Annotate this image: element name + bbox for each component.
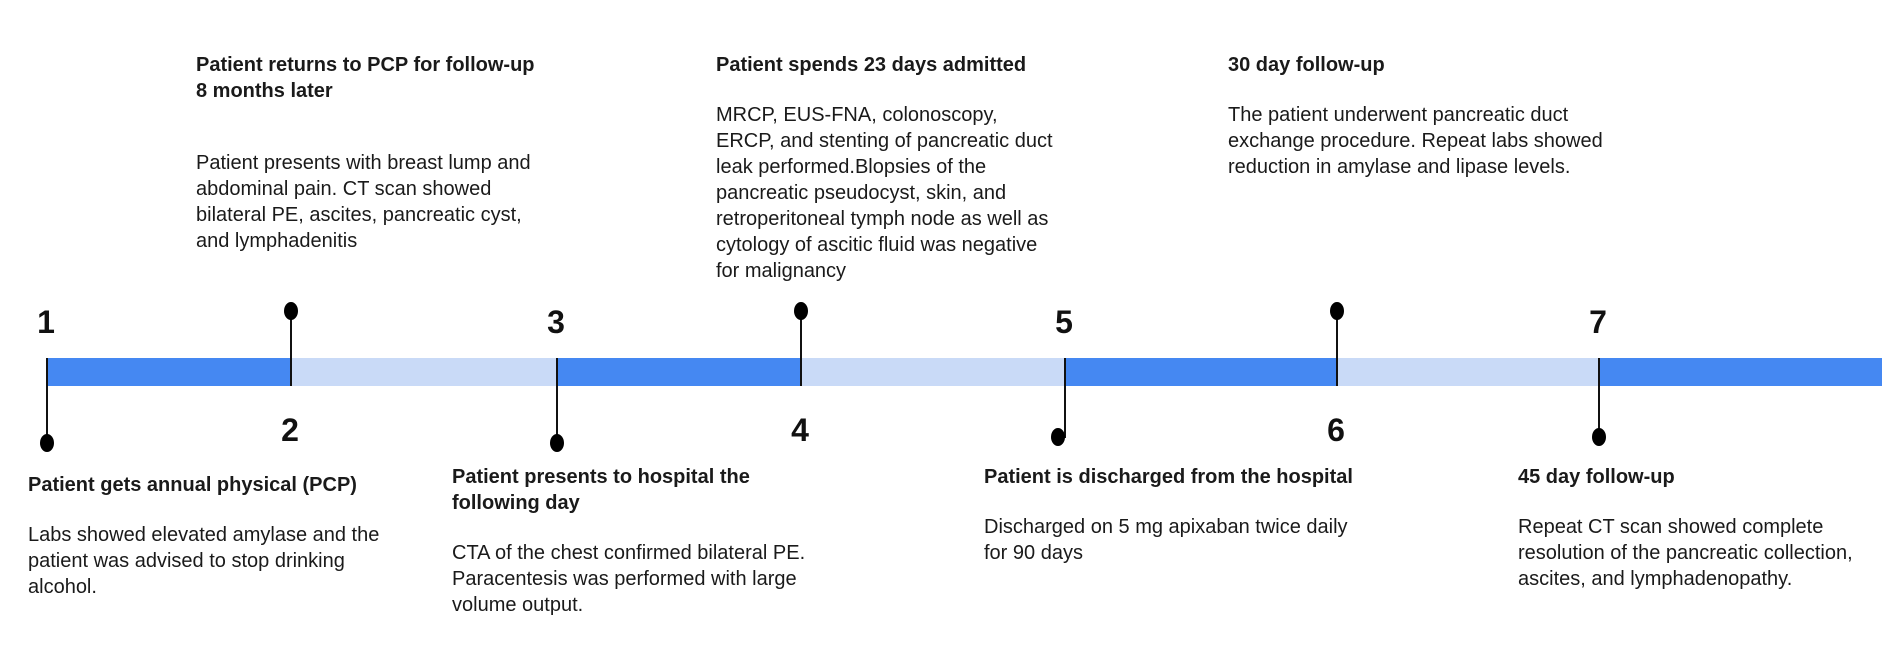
- event-title: Patient presents to hospital the followi…: [452, 466, 750, 514]
- step-number-4: 4: [791, 412, 809, 448]
- step-number-3: 3: [547, 304, 565, 340]
- event-description: The patient underwent pancreatic duct ex…: [1228, 104, 1603, 178]
- marker-dot-7: [1592, 428, 1606, 446]
- step-number-7: 7: [1589, 304, 1607, 340]
- connector-2: [290, 310, 292, 386]
- timeline-segment-2: [290, 358, 556, 386]
- marker-dot-2: [284, 302, 298, 320]
- timeline-segment-3: [556, 358, 800, 386]
- timeline-segment-1: [46, 358, 290, 386]
- step-number-2: 2: [281, 412, 299, 448]
- event-6: 30 day follow-up The patient underwent p…: [1228, 52, 1608, 180]
- event-7: 45 day follow-up Repeat CT scan showed c…: [1518, 464, 1888, 592]
- event-description: Repeat CT scan showed complete resolutio…: [1518, 516, 1853, 590]
- event-title: Patient is discharged from the hospital: [984, 466, 1353, 488]
- marker-dot-6: [1330, 302, 1344, 320]
- connector-3: [556, 358, 558, 444]
- event-description: Patient presents with breast lump and ab…: [196, 152, 531, 252]
- connector-1: [46, 358, 48, 444]
- event-description: Discharged on 5 mg apixaban twice daily …: [984, 516, 1348, 564]
- connector-7: [1598, 358, 1600, 438]
- timeline-segment-4: [800, 358, 1064, 386]
- event-2: Patient returns to PCP for follow-up 8 m…: [196, 52, 546, 254]
- marker-dot-1: [40, 434, 54, 452]
- event-description: MRCP, EUS-FNA, colonoscopy, ERCP, and st…: [716, 104, 1053, 282]
- event-title: 45 day follow-up: [1518, 466, 1675, 488]
- connector-4: [800, 310, 802, 386]
- event-1: Patient gets annual physical (PCP) Labs …: [28, 472, 408, 600]
- marker-dot-5: [1051, 428, 1065, 446]
- event-5: Patient is discharged from the hospital …: [984, 464, 1354, 566]
- step-number-6: 6: [1327, 412, 1345, 448]
- timeline-segment-7: [1598, 358, 1882, 386]
- event-description: Labs showed elevated amylase and the pat…: [28, 524, 380, 598]
- event-4: Patient spends 23 days admitted MRCP, EU…: [716, 52, 1061, 284]
- timeline-segment-5: [1064, 358, 1336, 386]
- step-number-1: 1: [37, 304, 55, 340]
- connector-5: [1064, 358, 1066, 438]
- event-description: CTA of the chest confirmed bilateral PE.…: [452, 542, 806, 616]
- marker-dot-4: [794, 302, 808, 320]
- event-title: Patient gets annual physical (PCP): [28, 474, 357, 496]
- event-title: Patient spends 23 days admitted: [716, 54, 1027, 76]
- event-title: 30 day follow-up: [1228, 54, 1385, 76]
- connector-6: [1336, 310, 1338, 386]
- event-3: Patient presents to hospital the followi…: [452, 464, 842, 618]
- step-number-5: 5: [1055, 304, 1073, 340]
- event-title: Patient returns to PCP for follow-up 8 m…: [196, 54, 535, 102]
- timeline-segment-6: [1336, 358, 1598, 386]
- marker-dot-3: [550, 434, 564, 452]
